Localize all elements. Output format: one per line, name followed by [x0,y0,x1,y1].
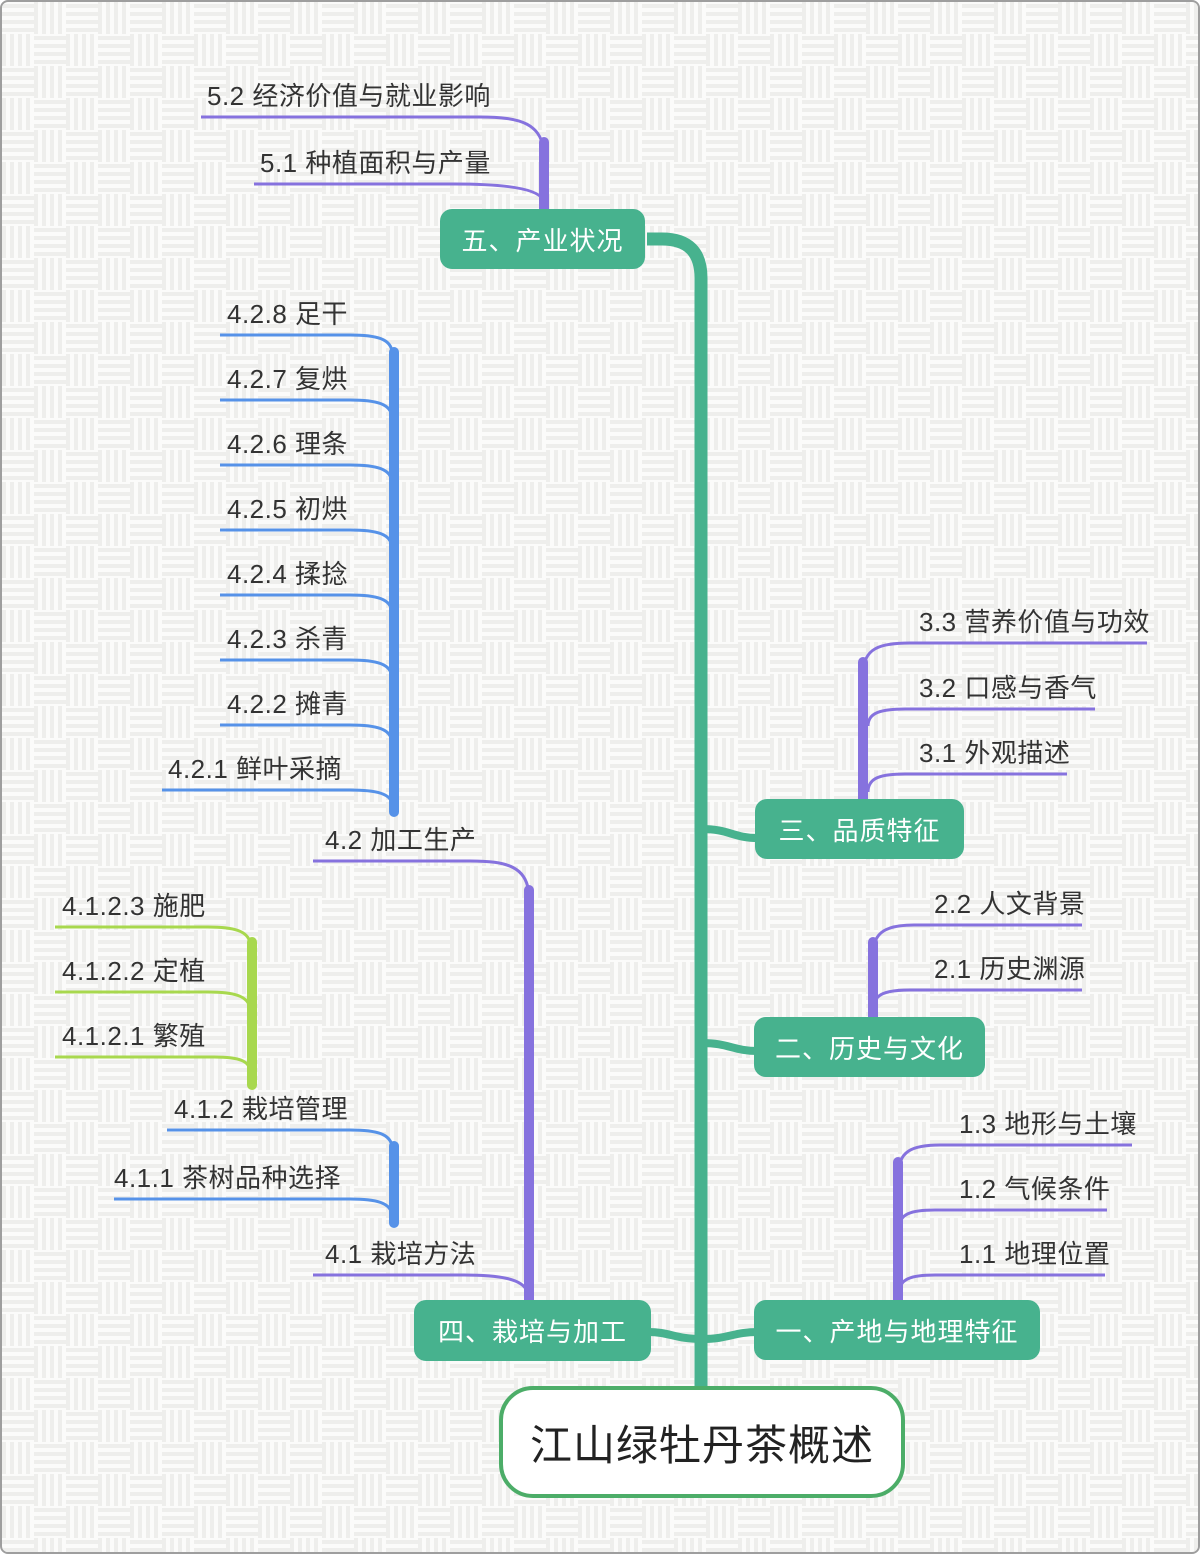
connector-quality [701,825,759,842]
underline-5-2 [201,115,546,158]
subtopic-3-3[interactable]: 3.3 营养价值与功效 [919,607,1150,637]
subtopic-4-1[interactable]: 4.1 栽培方法 [325,1239,477,1269]
subtopic-1-2[interactable]: 1.2 气候条件 [959,1174,1111,1204]
subtopic-2-1[interactable]: 2.1 历史渊源 [934,954,1086,984]
subtopic-3-2[interactable]: 3.2 口感与香气 [919,673,1097,703]
underline-4-1-2-2 [55,990,252,1009]
root-node[interactable]: 江山绿牡丹茶概述 [499,1386,905,1498]
main-trunk [647,232,708,1389]
underline-4-1-2 [167,1128,394,1148]
subtopic-3-1[interactable]: 3.1 外观描述 [919,738,1071,768]
underline-1-3 [896,1143,1132,1177]
subtopic-4-1-2-3[interactable]: 4.1.2.3 施肥 [62,891,206,921]
underline-4-2-7 [220,398,394,418]
subtopic-1-1[interactable]: 1.1 地理位置 [959,1239,1111,1269]
underline-3-2 [866,707,1095,727]
underline-4-2-2 [220,723,394,743]
underline-5-1 [254,182,545,201]
subtopic-4-2-3[interactable]: 4.2.3 杀青 [227,624,349,654]
branch-node-history[interactable]: 二、历史与文化 [754,1017,985,1077]
underline-4-2-4 [220,593,394,613]
underline-1-2 [897,1208,1107,1229]
branch-node-quality[interactable]: 三、品质特征 [755,799,964,859]
subtopic-5-1[interactable]: 5.1 种植面积与产量 [260,148,491,178]
branch-node-origin[interactable]: 一、产地与地理特征 [754,1300,1040,1360]
subtopic-4-1-2[interactable]: 4.1.2 栽培管理 [174,1094,349,1124]
underline-3-1 [866,772,1067,793]
subtopic-5-2[interactable]: 5.2 经济价值与就业影响 [207,81,491,111]
subtopic-4-2-6[interactable]: 4.2.6 理条 [227,429,349,459]
underline-4-2-6 [220,463,394,483]
underline-2-2 [871,923,1082,955]
branch-node-industry[interactable]: 五、产业状况 [440,209,645,269]
subtopic-2-2[interactable]: 2.2 人文背景 [934,889,1086,919]
underline-4-2-1 [162,788,394,805]
underline-4-1 [313,1273,529,1292]
underline-4-2-3 [220,658,394,678]
underline-4-2 [313,859,531,899]
subtopic-4-2-2[interactable]: 4.2.2 摊青 [227,689,349,719]
underline-4-2-8 [220,333,394,353]
underline-4-2-5 [220,528,394,548]
connector-origin [701,1328,759,1343]
underline-4-1-2-3 [55,925,252,944]
branch-node-cultivation[interactable]: 四、栽培与加工 [414,1300,651,1361]
underline-4-1-1 [114,1197,394,1216]
connector-cultivation [647,1328,703,1343]
subtopic-4-1-1[interactable]: 4.1.1 茶树品种选择 [114,1163,342,1193]
subtopic-1-3[interactable]: 1.3 地形与土壤 [959,1109,1137,1139]
subtopic-4-2-7[interactable]: 4.2.7 复烘 [227,364,349,394]
subtopic-4-2-4[interactable]: 4.2.4 揉捻 [227,559,349,589]
subtopic-4-2-8[interactable]: 4.2.8 足干 [227,299,349,329]
subtopic-4-2-5[interactable]: 4.2.5 初烘 [227,494,349,524]
subtopic-4-2[interactable]: 4.2 加工生产 [325,825,477,855]
subtopic-4-1-2-1[interactable]: 4.1.2.1 繁殖 [62,1021,206,1051]
underline-1-1 [897,1273,1105,1294]
subtopic-4-2-1[interactable]: 4.2.1 鲜叶采摘 [168,754,343,784]
underline-3-3 [861,641,1147,675]
subtopic-4-1-2-2[interactable]: 4.1.2.2 定植 [62,956,206,986]
underline-2-1 [872,988,1082,1008]
underline-4-1-2-1 [55,1055,253,1074]
connector-history [701,1039,759,1055]
